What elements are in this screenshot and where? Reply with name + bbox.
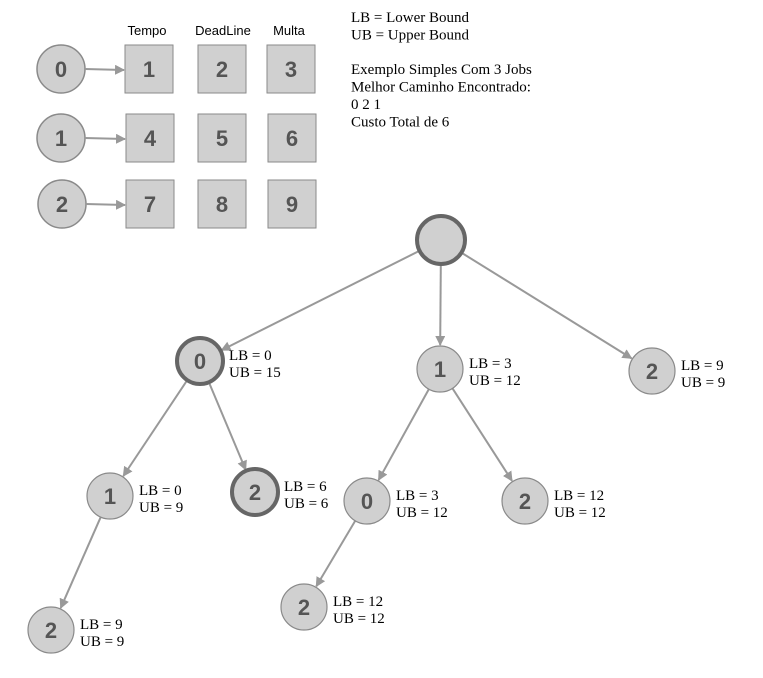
- job-id: 2: [56, 192, 68, 217]
- node-circle: [280, 583, 328, 631]
- node-lower-bound: LB = 3: [469, 356, 512, 372]
- node-circle: [416, 345, 464, 393]
- node-label: 2: [298, 595, 310, 620]
- node-label: 1: [434, 357, 446, 382]
- tree-node-n1: 1 LB = 3UB = 12: [416, 345, 521, 393]
- node-circle: [415, 214, 467, 266]
- job-value: 2: [216, 57, 228, 82]
- job-arrow: [85, 199, 126, 210]
- node-label: 2: [519, 489, 531, 514]
- edge-n1-n10: [377, 388, 430, 481]
- info-line-1: UB = Upper Bound: [351, 27, 470, 43]
- job-value: 9: [286, 192, 298, 217]
- tree-node-n10: 0 LB = 3UB = 12: [343, 477, 448, 525]
- node-lower-bound: LB = 0: [229, 348, 272, 364]
- column-header-2: Multa: [273, 23, 306, 38]
- node-upper-bound: UB = 12: [469, 373, 521, 389]
- edge-n01-n012: [59, 516, 102, 609]
- node-circle: [501, 477, 549, 525]
- tree-node-n01: 1 LB = 0UB = 9: [86, 472, 183, 520]
- column-header-0: Tempo: [127, 23, 166, 38]
- tree-node-root: [415, 214, 467, 266]
- job-id: 1: [55, 126, 67, 151]
- info-line-3: Exemplo Simples Com 3 Jobs: [351, 62, 532, 78]
- node-upper-bound: UB = 9: [681, 375, 725, 391]
- edge-root-n1: [435, 263, 446, 347]
- edge-n0-n02: [207, 381, 247, 471]
- job-value-box: [125, 179, 175, 229]
- info-line-0: LB = Lower Bound: [351, 10, 470, 26]
- job-value-box: [266, 44, 316, 94]
- node-label: 2: [646, 359, 658, 384]
- info-line-6: Custo Total de 6: [351, 114, 450, 130]
- node-circle: [27, 606, 75, 654]
- node-lower-bound: LB = 9: [80, 617, 123, 633]
- job-value-box: [125, 113, 175, 163]
- job-value-box: [197, 113, 247, 163]
- node-upper-bound: UB = 12: [333, 611, 385, 627]
- job-value: 3: [285, 57, 297, 82]
- node-circle: [230, 467, 280, 517]
- job-legend: Tempo DeadLine Multa 0 1 2 3 1 4 5 6 2 7 8 9: [36, 23, 317, 229]
- node-circle: [628, 347, 676, 395]
- edge-root-n2: [460, 251, 633, 360]
- tree-node-n2: 2 LB = 9UB = 9: [628, 347, 725, 395]
- node-label: 0: [361, 489, 373, 514]
- job-value-box: [197, 44, 247, 94]
- edge-n0-n01: [122, 379, 189, 477]
- job-value: 1: [143, 57, 155, 82]
- job-value: 5: [216, 126, 228, 151]
- job-value-box: [267, 179, 317, 229]
- job-value: 4: [144, 126, 157, 151]
- node-lower-bound: LB = 3: [396, 488, 439, 504]
- node-lower-bound: LB = 12: [333, 594, 383, 610]
- node-upper-bound: UB = 12: [554, 505, 606, 521]
- node-upper-bound: UB = 6: [284, 496, 329, 512]
- node-lower-bound: LB = 0: [139, 483, 182, 499]
- job-arrow: [84, 133, 126, 144]
- node-lower-bound: LB = 9: [681, 358, 724, 374]
- job-value-box: [197, 179, 247, 229]
- tree-edges: [59, 249, 633, 609]
- node-label: 1: [104, 484, 116, 509]
- node-circle: [86, 472, 134, 520]
- job-id: 0: [55, 57, 67, 82]
- edge-root-n0: [220, 249, 421, 352]
- node-circle: [175, 336, 225, 386]
- tree-node-n012: 2 LB = 9UB = 9: [27, 606, 124, 654]
- tree-node-n0: 0 LB = 0UB = 15: [175, 336, 281, 386]
- tree-node-n02: 2 LB = 6UB = 6: [230, 467, 329, 517]
- edge-n10-n102: [315, 520, 357, 588]
- edge-n1-n12: [451, 387, 513, 482]
- job-value: 7: [144, 192, 156, 217]
- node-upper-bound: UB = 12: [396, 505, 448, 521]
- node-upper-bound: UB = 9: [80, 634, 124, 650]
- column-header-1: DeadLine: [195, 23, 251, 38]
- info-line-4: Melhor Caminho Encontrado:: [351, 80, 531, 96]
- node-lower-bound: LB = 6: [284, 479, 327, 495]
- job-value: 8: [216, 192, 228, 217]
- node-upper-bound: UB = 9: [139, 500, 183, 516]
- node-upper-bound: UB = 15: [229, 365, 281, 381]
- job-value-box: [124, 44, 174, 94]
- node-circle: [343, 477, 391, 525]
- job-value: 6: [286, 126, 298, 151]
- node-label: 2: [45, 618, 57, 643]
- node-label: 2: [249, 480, 261, 505]
- node-lower-bound: LB = 12: [554, 488, 604, 504]
- info-line-5: 0 2 1: [351, 97, 381, 113]
- job-value-box: [267, 113, 317, 163]
- node-label: 0: [194, 349, 206, 374]
- job-arrow: [84, 64, 125, 75]
